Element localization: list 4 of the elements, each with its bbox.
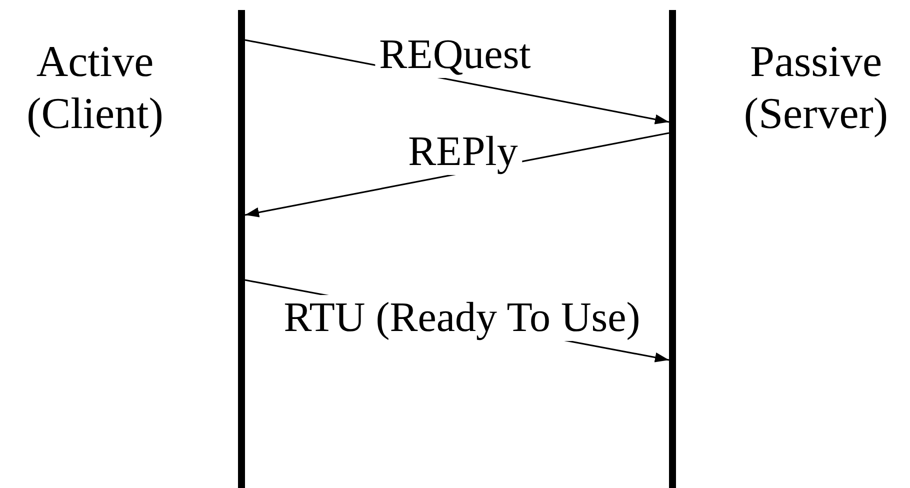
lifeline-bar [669,10,676,488]
lifeline-bar [238,10,245,488]
participant-label: Active (Client) [26,36,164,140]
participant-label: Passive (Server) [742,36,890,140]
